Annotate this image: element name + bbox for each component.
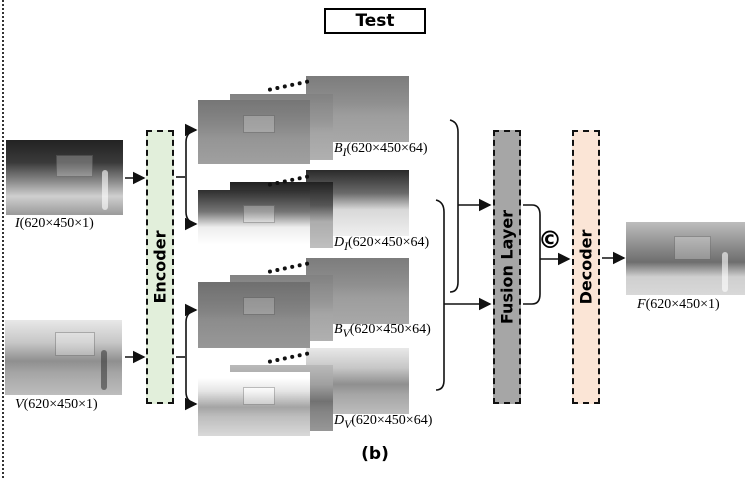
title-text: Test	[355, 11, 395, 31]
fusion-layer-block: Fusion Layer	[493, 130, 521, 404]
dotted-divider	[2, 0, 4, 478]
bracket-detail	[435, 199, 445, 391]
detail-ir-label: DI(620×450×64)	[334, 235, 430, 253]
brace-bottom	[185, 309, 197, 405]
base-vis-feature-front	[198, 282, 310, 348]
decoder-block: Decoder	[572, 130, 600, 404]
visible-input-image	[5, 320, 122, 395]
concat-symbol: ©	[538, 226, 562, 254]
base-ir-label: BI(620×450×64)	[334, 141, 428, 159]
visible-input-label: V(620×450×1)	[15, 397, 98, 412]
bracket-base	[449, 119, 459, 293]
fusion-merge-bracket	[523, 204, 541, 305]
detail-vis-label: DV(620×450×64)	[334, 413, 433, 431]
figure-caption: (b)	[361, 444, 389, 464]
infrared-input-image	[6, 140, 123, 215]
fused-output-image	[626, 222, 745, 295]
fused-output-label: F(620×450×1)	[637, 297, 720, 312]
title-box: Test	[324, 8, 426, 34]
base-vis-label: BV(620×450×64)	[334, 322, 431, 340]
base-ir-feature-front	[198, 100, 310, 164]
detail-vis-feature-front	[198, 372, 310, 436]
detail-ir-feature-front	[198, 190, 310, 252]
brace-top	[185, 129, 197, 225]
infrared-input-label: I(620×450×1)	[15, 216, 94, 231]
encoder-block: Encoder	[146, 130, 174, 404]
